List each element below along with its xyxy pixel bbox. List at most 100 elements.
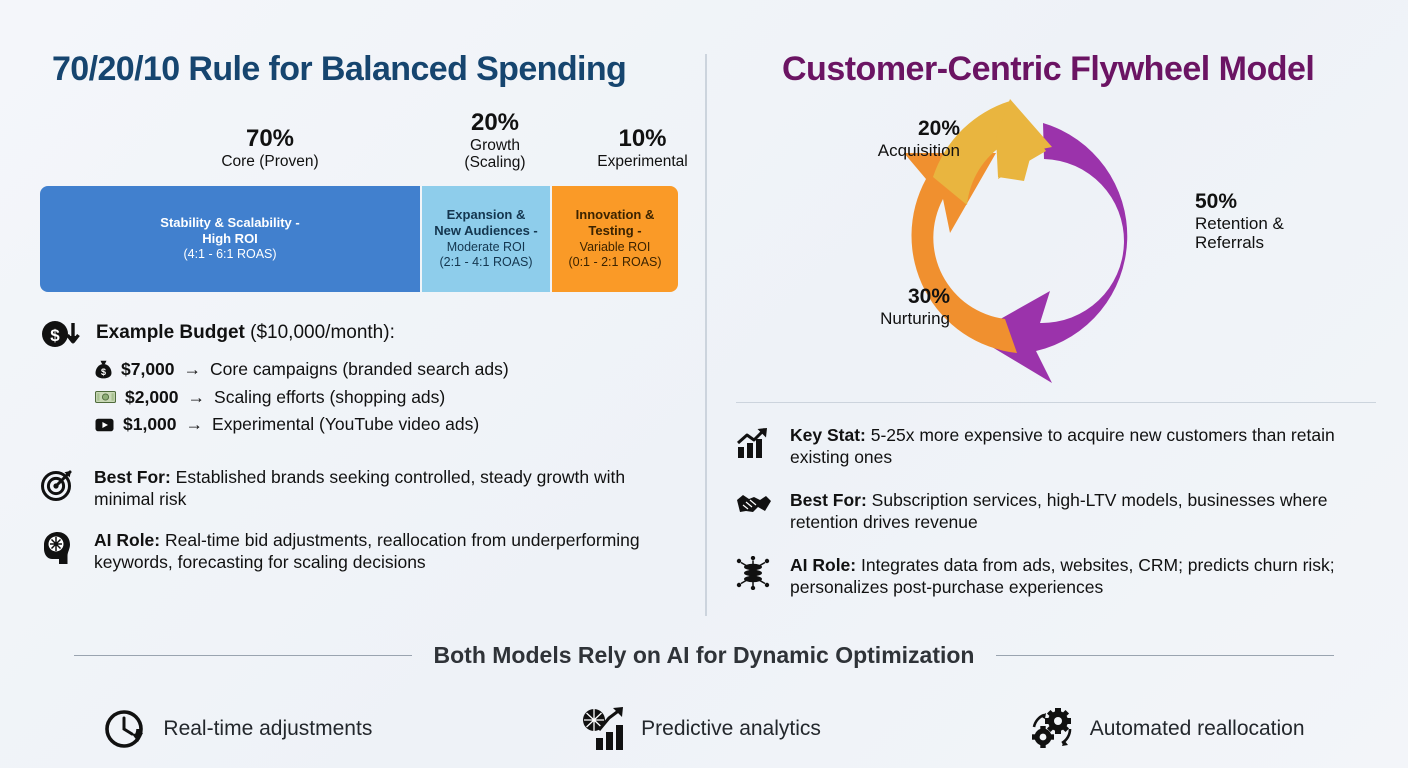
right-row-key-stat-label: Key Stat: <box>790 425 866 445</box>
footer-item-predictive: Predictive analytics <box>579 706 821 752</box>
handshake-icon <box>736 489 774 517</box>
right-detail-rows: Key Stat: 5-25x more expensive to acquir… <box>736 424 1384 618</box>
footer-heading-row: Both Models Rely on AI for Dynamic Optim… <box>0 642 1408 669</box>
left-row-ai-role-body: AI Role: Real-time bid adjustments, real… <box>94 529 685 574</box>
bar-segment-growth: Expansion & New Audiences - Moderate ROI… <box>422 186 550 292</box>
flywheel-arc-nurturing <box>904 153 1017 353</box>
brain-head-icon <box>40 529 78 567</box>
bar-segment-growth-detail-2: (2:1 - 4:1 ROAS) <box>439 255 533 270</box>
bar-segment-core: Stability & Scalability - High ROI (4:1 … <box>40 186 420 292</box>
allocation-pct-growth: 20% <box>470 109 520 136</box>
left-row-ai-role: AI Role: Real-time bid adjustments, real… <box>40 529 685 574</box>
budget-amount-experimental: $1,000 <box>123 414 177 435</box>
right-row-ai-role-body: AI Role: Integrates data from ads, websi… <box>790 554 1384 599</box>
budget-item-experimental: $1,000 → Experimental (YouTube video ads… <box>95 413 680 437</box>
bar-segment-experimental-detail-2: (0:1 - 2:1 ROAS) <box>568 255 662 270</box>
left-panel-title: 70/20/10 Rule for Balanced Spending <box>52 50 627 88</box>
allocation-bar: Stability & Scalability - High ROI (4:1 … <box>40 186 678 292</box>
growth-chart-icon <box>736 424 774 460</box>
footer-item-automated: Automated reallocation <box>1028 707 1305 751</box>
budget-amount-scaling: $2,000 <box>125 386 179 407</box>
example-budget-header: $ Example Budget ($10,000/month): <box>40 318 680 352</box>
allocation-labels: 70% Core (Proven) 20% Growth (Scaling) 1… <box>40 108 687 186</box>
brain-bar-chart-icon <box>579 706 627 752</box>
allocation-pct-core: 70% <box>245 125 295 152</box>
left-row-ai-role-label: AI Role: <box>94 529 161 550</box>
allocation-name-experimental: Experimental <box>597 152 688 170</box>
flywheel-pct-retention: 50% <box>1195 190 1238 213</box>
bar-segment-experimental-heading-2: Testing - <box>588 223 642 239</box>
example-budget-list: $ $7,000 → Core campaigns (branded searc… <box>40 358 680 437</box>
footer-title: Both Models Rely on AI for Dynamic Optim… <box>433 642 975 668</box>
right-panel-title: Customer-Centric Flywheel Model <box>782 50 1315 88</box>
budget-arrow-scaling: → <box>187 386 206 407</box>
flywheel-diagram: 20% Acquisition 30% Nurturing 50% Retent… <box>800 95 1284 395</box>
flywheel-label-acquisition: 20% Acquisition <box>780 117 960 160</box>
allocation-name-core: Core (Proven) <box>221 152 319 170</box>
footer-items: Real-time adjustments Predictive analyti… <box>0 706 1408 752</box>
column-divider <box>705 54 707 616</box>
left-row-best-for-text: Established brands seeking controlled, s… <box>94 467 626 510</box>
budget-arrow-experimental: → <box>185 414 204 435</box>
allocation-name-growth-line1: Growth <box>470 136 520 154</box>
flywheel-label-nurturing: 30% Nurturing <box>770 285 950 328</box>
footer-label-predictive: Predictive analytics <box>641 717 821 740</box>
flywheel-pct-acquisition: 20% <box>917 117 960 140</box>
left-row-ai-role-text: Real-time bid adjustments, reallocation … <box>94 529 640 573</box>
budget-item-scaling: $2,000 → Scaling efforts (shopping ads) <box>95 386 680 410</box>
right-panel-divider <box>736 402 1376 403</box>
bar-segment-core-detail: (4:1 - 6:1 ROAS) <box>183 247 277 262</box>
money-bag-down-arrow-icon: $ <box>40 318 82 352</box>
right-row-best-for-text: Subscription services, high-LTV models, … <box>790 489 1328 533</box>
bar-segment-core-heading-2: High ROI <box>202 231 258 247</box>
flywheel-pct-nurturing: 30% <box>907 285 950 308</box>
footer-item-realtime: Real-time adjustments <box>103 707 372 751</box>
footer-rule-right <box>996 655 1335 656</box>
right-row-ai-role-label: AI Role: <box>790 554 857 575</box>
gears-rotate-icon <box>1028 707 1076 751</box>
bar-segment-experimental-heading-1: Innovation & <box>575 207 655 223</box>
left-panel: 70/20/10 Rule for Balanced Spending 70% … <box>0 0 705 620</box>
bar-segment-growth-heading-2: New Audiences - <box>434 223 538 239</box>
allocation-label-growth: 20% Growth (Scaling) <box>415 109 575 172</box>
right-row-ai-role-text: Integrates data from ads, websites, CRM;… <box>790 554 1335 597</box>
bar-segment-experimental: Innovation & Testing - Variable ROI (0:1… <box>552 186 678 292</box>
left-row-best-for-body: Best For: Established brands seeking con… <box>94 466 685 511</box>
footer-label-automated: Automated reallocation <box>1089 717 1305 740</box>
flywheel-name-retention-line1: Retention & <box>1195 213 1284 233</box>
flywheel-name-acquisition: Acquisition <box>877 140 960 160</box>
bar-segment-experimental-detail-1: Variable ROI <box>579 239 651 254</box>
flywheel-arc-retention <box>972 123 1128 383</box>
svg-text:$: $ <box>101 367 106 377</box>
footer-section: Both Models Rely on AI for Dynamic Optim… <box>0 620 1408 768</box>
example-budget-block: $ Example Budget ($10,000/month): $ <box>40 318 680 441</box>
footer-rule-left <box>73 655 412 656</box>
banknotes-icon <box>95 390 116 404</box>
budget-amount-core: $7,000 <box>121 359 175 379</box>
money-bag-icon: $ <box>95 360 112 379</box>
right-row-ai-role: AI Role: Integrates data from ads, websi… <box>736 554 1384 599</box>
right-row-key-stat-text: 5-25x more expensive to acquire new cust… <box>790 425 1335 468</box>
flywheel-arrowhead-acquisition <box>996 99 1052 181</box>
budget-text-core: Core campaigns (branded search ads) <box>210 359 509 379</box>
data-network-icon <box>736 554 774 590</box>
footer-label-realtime: Real-time adjustments <box>163 717 373 740</box>
left-detail-rows: Best For: Established brands seeking con… <box>40 466 685 592</box>
bar-segment-growth-heading-1: Expansion & <box>446 207 526 223</box>
right-row-best-for-body: Best For: Subscription services, high-LT… <box>790 489 1384 534</box>
right-row-best-for-label: Best For: <box>790 489 867 510</box>
budget-item-core: $ $7,000 → Core campaigns (branded searc… <box>95 358 680 382</box>
allocation-label-core: 70% Core (Proven) <box>140 125 400 170</box>
flywheel-name-nurturing: Nurturing <box>880 308 950 328</box>
example-budget-label-rest: ($10,000/month): <box>244 322 395 343</box>
right-row-key-stat: Key Stat: 5-25x more expensive to acquir… <box>736 424 1384 469</box>
left-row-best-for: Best For: Established brands seeking con… <box>40 466 685 511</box>
clock-rotate-icon <box>103 707 149 751</box>
target-arrow-icon <box>40 466 78 502</box>
flywheel-label-retention: 50% Retention & Referrals <box>1195 190 1405 253</box>
allocation-pct-experimental: 10% <box>618 125 667 152</box>
budget-text-experimental: Experimental (YouTube video ads) <box>212 414 480 435</box>
allocation-label-experimental: 10% Experimental <box>565 125 720 170</box>
left-row-best-for-label: Best For: <box>94 467 171 487</box>
